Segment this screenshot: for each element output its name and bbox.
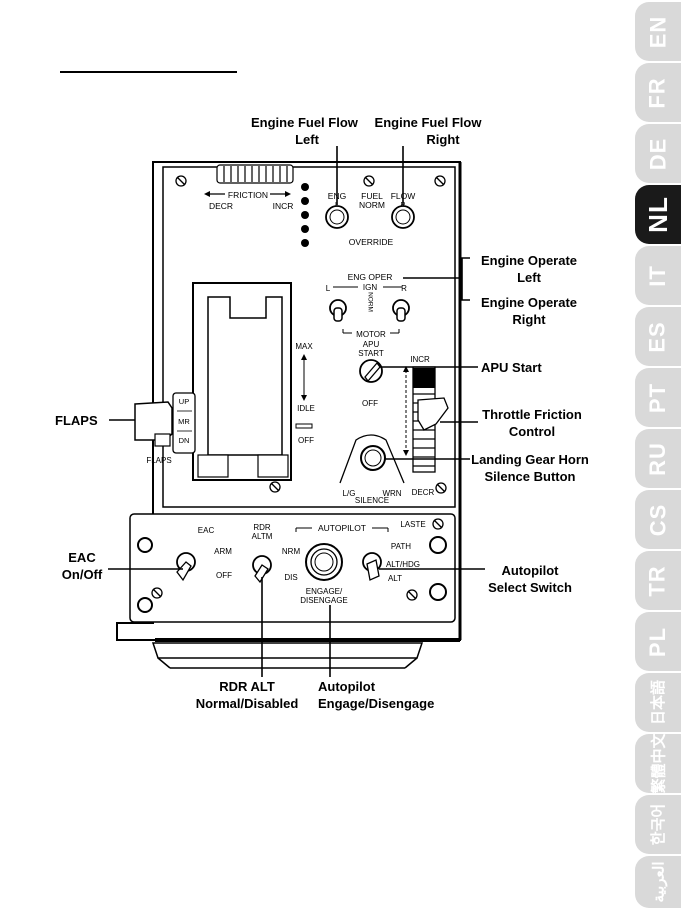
friction-incr-label: INCR xyxy=(273,201,294,211)
lower-panel-plate xyxy=(129,513,456,623)
silence-label: SILENCE xyxy=(355,496,389,505)
friction-decr-label: DECR xyxy=(209,201,233,211)
flaps-mr-label: MR xyxy=(178,417,190,426)
eac-off-label: OFF xyxy=(216,571,232,580)
nrm-label: NRM xyxy=(282,547,301,556)
norm-vertical-label: NORM xyxy=(367,292,374,312)
throttle-off-label: OFF xyxy=(298,436,314,445)
lang-tab-de[interactable]: DE xyxy=(635,124,681,183)
fuel-label: FUEL xyxy=(361,191,383,201)
lang-tab-pt[interactable]: PT xyxy=(635,368,681,427)
friction-label: FRICTION xyxy=(228,190,268,200)
disengage-label: DISENGAGE xyxy=(300,596,348,605)
friction-wheel xyxy=(216,164,294,184)
callout-rdr-alt: RDR ALT Normal/Disabled xyxy=(195,679,299,711)
override-label: OVERRIDE xyxy=(349,237,394,247)
alt-hdg-label: ALT/HDG xyxy=(386,560,420,569)
callout-flaps: FLAPS xyxy=(55,413,98,428)
idle-label: IDLE xyxy=(297,404,315,413)
dis-label: DIS xyxy=(284,573,297,582)
lg-label: L/G xyxy=(343,489,356,498)
lang-tab-ar[interactable]: العربية xyxy=(635,856,681,908)
callout-engine-operate-right: Engine Operate Right xyxy=(480,295,578,327)
lang-tab-tr[interactable]: TR xyxy=(635,551,681,610)
lang-tab-nl[interactable]: NL xyxy=(635,185,681,244)
callout-eac: EAC On/Off xyxy=(61,550,103,582)
callout-engine-operate-left: Engine Operate Left xyxy=(480,253,578,285)
lang-tab-zh[interactable]: 繁體中文 xyxy=(635,733,681,794)
max-label: MAX xyxy=(295,342,313,351)
apu-off-label: OFF xyxy=(362,399,378,408)
arm-label: ARM xyxy=(214,547,232,556)
lang-tab-ko[interactable]: 한국어 xyxy=(635,795,681,854)
path-label: PATH xyxy=(391,542,411,551)
callout-engine-fuel-flow-right: Engine Fuel Flow Right xyxy=(374,115,482,147)
throttle-friction-lever xyxy=(412,366,449,473)
flaps-quadrant xyxy=(172,392,196,454)
lang-tab-it[interactable]: IT xyxy=(635,246,681,305)
language-tab-bar: EN FR DE NL IT ES PT RU CS TR PL 日本語 繁體中… xyxy=(635,0,681,908)
callout-throttle-friction: Throttle Friction Control xyxy=(482,407,582,439)
lg-silence-bezel xyxy=(339,434,405,484)
flaps-up-label: UP xyxy=(179,397,189,406)
altm-label: ALTM xyxy=(252,532,273,541)
rdr-label: RDR xyxy=(253,523,271,532)
autopilot-panel-label: AUTOPILOT xyxy=(318,523,366,533)
apu-start-label: START xyxy=(358,349,384,358)
indicator-lights xyxy=(301,183,309,247)
lang-tab-es[interactable]: ES xyxy=(635,307,681,366)
flaps-dn-label: DN xyxy=(179,436,190,445)
wrn-label: WRN xyxy=(382,489,401,498)
callout-apu-start: APU Start xyxy=(481,360,542,375)
panel-knob-icon xyxy=(137,536,447,613)
throttle-lever xyxy=(207,296,283,456)
eng-oper-r-label: R xyxy=(401,284,407,293)
motor-label: MOTOR xyxy=(356,330,386,339)
alt-label: ALT xyxy=(388,574,402,583)
apu-label: APU xyxy=(363,340,380,349)
callout-landing-gear-horn: Landing Gear Horn Silence Button xyxy=(471,452,589,484)
flaps-panel-label: FLAPS xyxy=(146,456,171,465)
incr-label: INCR xyxy=(410,355,430,364)
eac-panel-label: EAC xyxy=(198,526,215,535)
decr-label: DECR xyxy=(412,488,435,497)
eng-oper-label: ENG OPER xyxy=(348,272,393,282)
eng-oper-l-label: L xyxy=(326,284,331,293)
norm-label: NORM xyxy=(359,200,385,210)
ign-label: IGN xyxy=(363,283,377,292)
lang-tab-en[interactable]: EN xyxy=(635,2,681,61)
callout-autopilot-engage: Autopilot Engage/Disengage xyxy=(318,679,435,711)
flaps-lever xyxy=(134,401,173,441)
lang-tab-ja[interactable]: 日本語 xyxy=(635,673,681,732)
mounting-bracket xyxy=(151,642,424,659)
lang-tab-ru[interactable]: RU xyxy=(635,429,681,488)
callout-leaders xyxy=(108,146,485,677)
screw-icon xyxy=(151,175,447,601)
callout-engine-fuel-flow-left: Engine Fuel Flow Left xyxy=(251,115,358,147)
engage-label: ENGAGE/ xyxy=(306,587,343,596)
laste-label: LASTE xyxy=(400,520,425,529)
lang-tab-fr[interactable]: FR xyxy=(635,63,681,122)
callout-autopilot-select: Autopilot Select Switch xyxy=(488,563,572,595)
lang-tab-cs[interactable]: CS xyxy=(635,490,681,549)
lang-tab-pl[interactable]: PL xyxy=(635,612,681,671)
section-heading-underline xyxy=(60,71,237,73)
